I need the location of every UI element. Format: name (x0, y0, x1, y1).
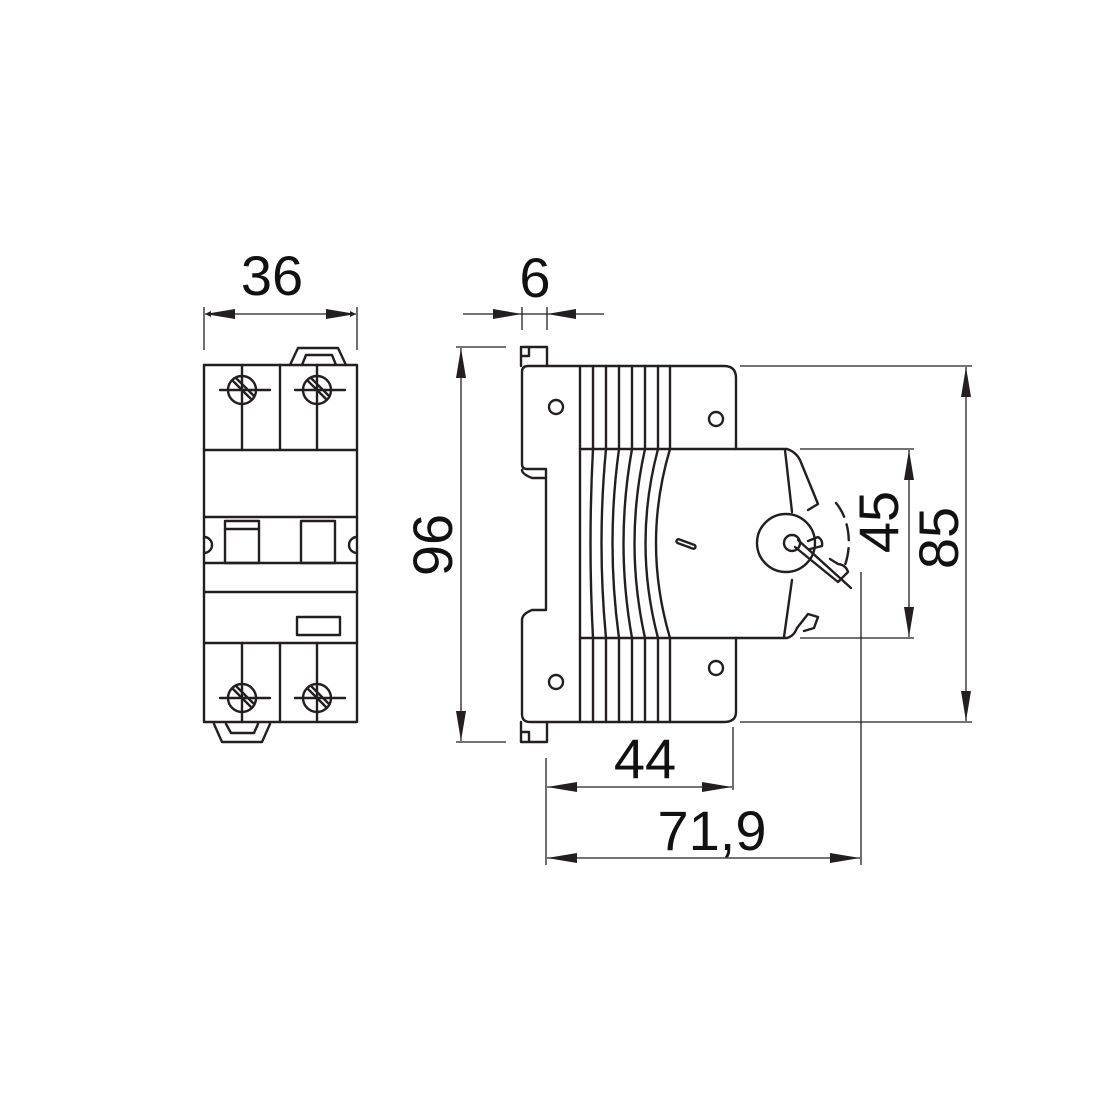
dimension-label-body-height: 85 (907, 507, 970, 569)
rail-clip-top (288, 346, 348, 367)
terminal-screw-icon (218, 374, 272, 406)
mounting-hole (707, 659, 725, 677)
dimension-label-rail-clip: 6 (519, 246, 550, 309)
toggle-handle-right (299, 519, 337, 565)
terminal-screw-icon (218, 682, 272, 714)
dimension-label-height: 96 (401, 514, 464, 576)
dimension-depth-total: 71,9 (547, 572, 862, 865)
side-view: 6 96 (401, 246, 972, 865)
mounting-hole (707, 410, 725, 428)
din-clip-top (519, 345, 549, 368)
dimension-label-depth-body: 44 (614, 727, 676, 790)
dimension-toggle-height: 45 (800, 448, 914, 639)
front-view: 36 (202, 244, 359, 744)
mounting-hole (547, 673, 565, 691)
dimension-label-toggle-height: 45 (847, 491, 910, 553)
dimension-height: 96 (401, 346, 506, 743)
mounting-base (520, 364, 738, 724)
toggle-lever-icon (755, 501, 853, 590)
dimension-depth-body: 44 (545, 727, 734, 865)
indicator-window (295, 615, 342, 637)
front-cover (734, 447, 820, 512)
rail-clip-bottom (212, 722, 272, 744)
din-clip-bottom (519, 720, 549, 744)
handle-on-mark (675, 538, 697, 550)
dimension-width: 36 (203, 244, 358, 350)
toggle-handle-left (223, 519, 261, 565)
dimension-rail-clip: 6 (463, 246, 604, 330)
dimension-label-depth-total: 71,9 (658, 799, 767, 862)
terminal-screw-icon (293, 374, 347, 406)
dimension-body-height: 85 (740, 365, 972, 723)
mounting-hole (547, 398, 565, 416)
terminal-screw-icon (293, 682, 347, 714)
dimension-label-width: 36 (241, 244, 303, 307)
cooling-fins (578, 364, 738, 724)
